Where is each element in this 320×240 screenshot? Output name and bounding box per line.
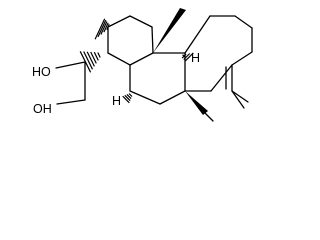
- wedge-methyl-upper: [153, 8, 186, 53]
- bond-ch2-to-oh: [56, 99, 86, 105]
- ring-right: [184, 15, 253, 92]
- ring-left: [107, 15, 154, 66]
- chemical-structure: HO OH H H: [32, 8, 253, 122]
- hashed-hydrogen-lower: [122, 93, 133, 104]
- hydrogen-label-lower: H: [112, 94, 121, 108]
- bond-lower-methyl-extension: [204, 112, 214, 122]
- bond-choh-to-ho: [55, 61, 86, 69]
- ring-middle: [129, 52, 186, 105]
- hashed-wedge-methyl: [94, 18, 110, 40]
- hydrogen-label-upper: H: [191, 51, 200, 65]
- hydroxyl-label-primary: OH: [33, 102, 52, 116]
- wedge-methyl-lower: [185, 91, 208, 115]
- hashed-hydrogen-upper: [181, 52, 194, 62]
- hydroxyl-label-secondary: HO: [32, 65, 51, 79]
- exocyclic-methylene: [225, 64, 249, 109]
